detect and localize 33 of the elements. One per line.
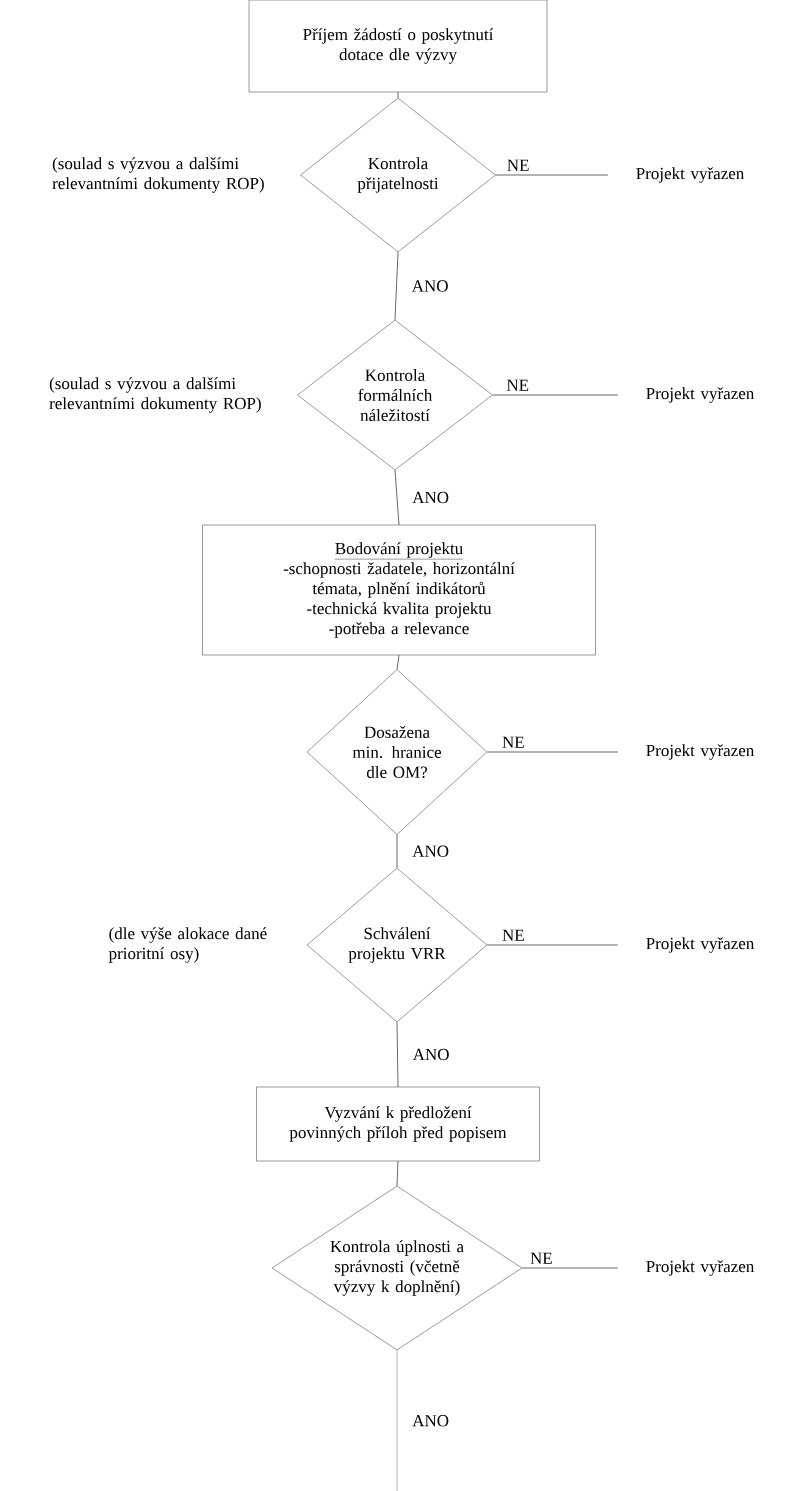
edge-label: NE: [501, 735, 526, 749]
result-text: Projekt vyřazen: [646, 937, 755, 953]
side-note: (dle výše alokace dané prioritní osy): [108, 927, 267, 963]
connector-line: [521, 1267, 619, 1269]
connector-line: [396, 1021, 399, 1088]
edge-label: NE: [505, 158, 531, 172]
edge-label: ANO: [410, 279, 450, 293]
connector-line: [492, 394, 619, 396]
side-note: (soulad s výzvou a dalšími relevantními dokumenty ROP): [52, 157, 264, 193]
edge-label: ANO: [411, 1047, 451, 1062]
edge-label: NE: [505, 378, 531, 392]
result-text: Projekt vyřazen: [646, 387, 755, 403]
edge-label: ANO: [411, 844, 451, 858]
connector-line: [396, 834, 398, 869]
connector-line: [486, 751, 619, 753]
side-note: (soulad s výzvou a dalšími relevantními dokumenty ROP): [49, 377, 261, 413]
edge-label: NE: [501, 928, 526, 942]
result-text: Projekt vyřazen: [646, 1260, 755, 1276]
connector-line: [396, 1160, 399, 1187]
connector-line: [396, 654, 400, 670]
connector-line: [394, 469, 400, 526]
connector-line: [394, 251, 399, 321]
process-box: Příjem žádostí o poskytnutí dotace dle výzvy: [248, 0, 548, 93]
edge-label: NE: [529, 1251, 554, 1265]
process-box: Vyzvání k předložení povinných příloh před popisem: [256, 1086, 540, 1162]
result-text: Projekt vyřazen: [636, 167, 745, 183]
connector-line: [486, 944, 619, 946]
edge-label: ANO: [411, 1414, 451, 1428]
process-box: Bodování projektu -schopnosti žadatele, horizontální témata, plnění indikátorů -technická kvalita projektu -potřeba a relevance: [202, 524, 596, 656]
edge-label: ANO: [411, 490, 451, 505]
connector-line: [397, 91, 399, 99]
result-text: Projekt vyřazen: [646, 744, 755, 760]
connector-line: [495, 174, 609, 176]
